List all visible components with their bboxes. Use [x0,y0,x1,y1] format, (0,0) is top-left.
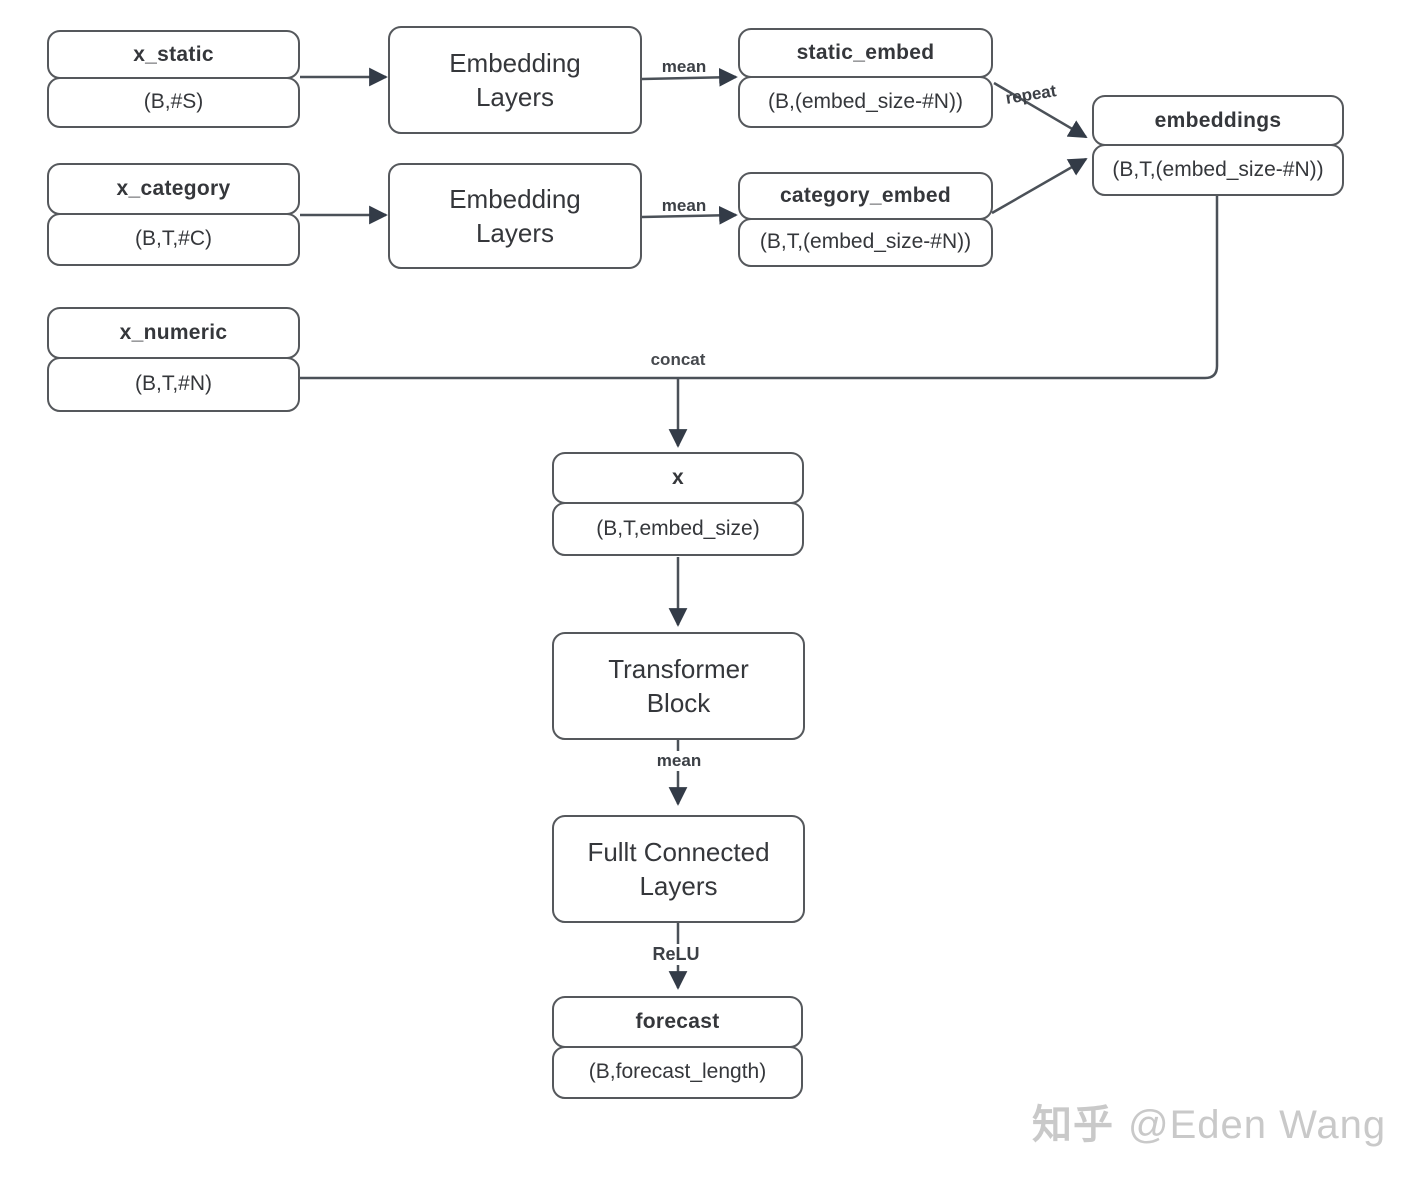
node-shape: (B,T,#N) [47,356,300,412]
node-embedding-layers-1: Embedding Layers [388,26,642,134]
node-shape: (B,T,#C) [47,212,300,266]
node-shape: (B,T,embed_size) [552,501,804,556]
node-fully-connected-layers: Fullt Connected Layers [552,815,805,923]
node-title: category_embed [738,172,993,220]
watermark-handle: @Eden Wang [1128,1103,1387,1147]
edge-label-relu: ReLU [647,944,705,965]
node-embedding-layers-2: Embedding Layers [388,163,642,269]
edge-label-mean-2: mean [661,196,707,215]
node-shape: (B,T,(embed_size-#N)) [738,217,993,267]
node-title: x_numeric [47,307,300,359]
node-title: forecast [552,996,803,1048]
edge-embeddings-concat-line [299,196,1219,380]
node-shape: (B,T,(embed_size-#N)) [1092,143,1344,196]
edge-label-mean-3: mean [651,751,707,771]
node-static-embed: static_embed (B,(embed_size-#N)) [738,28,993,128]
node-title: x_static [47,30,300,79]
node-embeddings: embeddings (B,T,(embed_size-#N)) [1092,95,1344,196]
node-transformer-block: Transformer Block [552,632,805,740]
watermark: 知乎 @Eden Wang [1032,1092,1386,1150]
edge-label-mean-1: mean [661,57,707,76]
node-x-static: x_static (B,#S) [47,30,300,128]
node-title: x_category [47,163,300,215]
node-shape: (B,(embed_size-#N)) [738,75,993,128]
node-category-embed: category_embed (B,T,(embed_size-#N)) [738,172,993,267]
node-shape: (B,forecast_length) [552,1045,803,1099]
node-title: static_embed [738,28,993,78]
node-x: x (B,T,embed_size) [552,452,804,556]
node-shape: (B,#S) [47,76,300,128]
node-title: x [552,452,804,504]
watermark-brand: 知乎 [1032,1103,1114,1147]
edge-staticembed-to-embeddings [993,81,1088,139]
node-x-category: x_category (B,T,#C) [47,163,300,266]
node-x-numeric: x_numeric (B,T,#N) [47,307,300,412]
edge-embedding2-to-categoryembed [641,205,738,225]
edge-label-concat: concat [650,350,706,369]
node-title: embeddings [1092,95,1344,146]
edge-categoryembed-to-embeddings [991,157,1088,215]
edge-embedding1-to-staticembed [641,67,738,87]
node-forecast: forecast (B,forecast_length) [552,996,803,1099]
